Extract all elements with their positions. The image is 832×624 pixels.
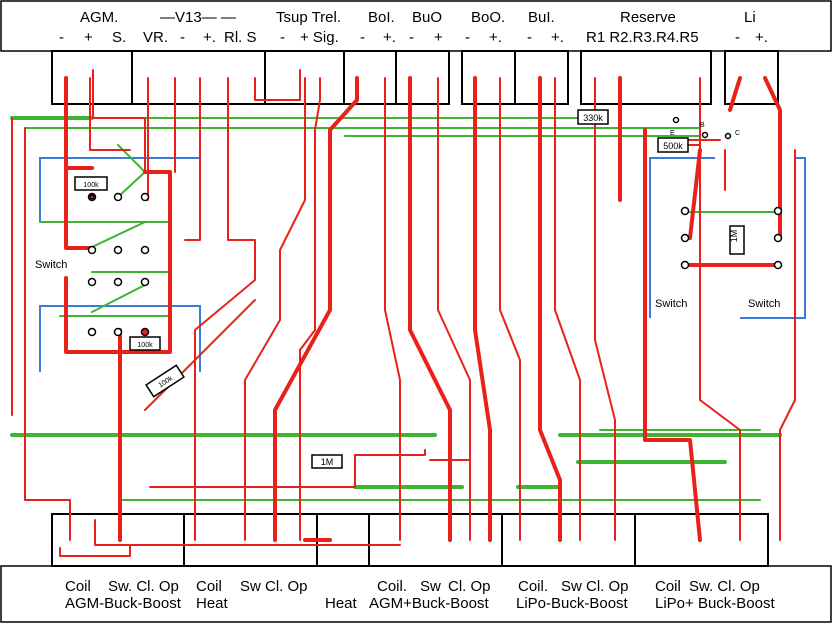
switch-label-left: Switch <box>35 259 67 271</box>
svg-text:Sw Cl. Op: Sw Cl. Op <box>240 578 308 595</box>
switch-label-right: Switch <box>748 298 780 310</box>
header-group-names: AGM. —V13— — Tsup Trel. BoI. BuO BoO. Bu… <box>80 9 756 26</box>
header-strip <box>0 0 832 52</box>
footer-line-2: AGM-Buck-Boost Heat Heat AGM+Buck-Boost … <box>65 595 775 612</box>
transistor-labels: B E C <box>670 116 740 140</box>
svg-text:S.: S. <box>112 29 126 46</box>
svg-text:1M: 1M <box>729 230 739 243</box>
group-agm: AGM. <box>80 9 118 26</box>
svg-text:LiPo+ Buck-Boost: LiPo+ Buck-Boost <box>655 595 775 612</box>
switch-pins-left <box>87 192 150 337</box>
svg-text:-: - <box>360 29 365 46</box>
svg-text:Rl. S: Rl. S <box>224 29 257 46</box>
group-v13: —V13— — <box>160 9 236 26</box>
svg-text:Sw. Cl. Op: Sw. Cl. Op <box>689 578 760 595</box>
svg-text:-: - <box>280 29 285 46</box>
header-pin-labels: - + S. VR. - +. Rl. S - + Sig. - +. - + … <box>59 29 768 46</box>
resistor-1m-vertical: 1M <box>729 225 745 255</box>
resistor-100k-bottom: 100k <box>129 336 161 351</box>
svg-text:-: - <box>735 29 740 46</box>
svg-text:Sw: Sw <box>420 578 441 595</box>
switch-pins-right <box>680 206 783 270</box>
resistor-500k: 500k <box>657 137 689 153</box>
green-thick-wires <box>10 116 782 489</box>
svg-text:Heat: Heat <box>325 595 358 612</box>
group-reserve: Reserve <box>620 9 676 26</box>
svg-text:Sw. Cl. Op: Sw. Cl. Op <box>108 578 179 595</box>
svg-text:+.: +. <box>489 29 502 46</box>
group-tsup: Tsup Trel. <box>276 9 341 26</box>
switch-label-mid: Switch <box>655 298 687 310</box>
svg-text:+.: +. <box>551 29 564 46</box>
svg-text:E: E <box>670 130 675 137</box>
svg-text:500k: 500k <box>663 141 683 151</box>
svg-text:-: - <box>59 29 64 46</box>
svg-text:+.: +. <box>755 29 768 46</box>
svg-text:Cl. Op: Cl. Op <box>448 578 491 595</box>
svg-text:-: - <box>465 29 470 46</box>
svg-text:Heat: Heat <box>196 595 229 612</box>
svg-text:Coil: Coil <box>196 578 222 595</box>
svg-text:Coil: Coil <box>655 578 681 595</box>
svg-text:Coil.: Coil. <box>518 578 548 595</box>
svg-text:Coil: Coil <box>65 578 91 595</box>
svg-text:+: + <box>84 29 93 46</box>
svg-text:+.: +. <box>203 29 216 46</box>
switch-outlines <box>39 157 806 372</box>
group-li: Li <box>744 9 756 26</box>
svg-text:+: + <box>434 29 443 46</box>
svg-text:100k: 100k <box>137 342 153 349</box>
svg-text:AGM-Buck-Boost: AGM-Buck-Boost <box>65 595 182 612</box>
svg-text:Sw Cl. Op: Sw Cl. Op <box>561 578 629 595</box>
footer-strip <box>0 565 832 623</box>
red-thick-wires <box>64 76 782 542</box>
footer-line-1: Coil Sw. Cl. Op Coil Sw Cl. Op Coil. Sw … <box>65 578 760 595</box>
svg-text:B: B <box>700 122 705 129</box>
top-connectors <box>51 50 779 105</box>
resistor-330k: 330k <box>577 109 609 125</box>
group-buo: BuO <box>412 9 442 26</box>
svg-text:LiPo-Buck-Boost: LiPo-Buck-Boost <box>516 595 629 612</box>
svg-text:R1 R2.R3.R4.R5: R1 R2.R3.R4.R5 <box>586 29 699 46</box>
resistor-100k-diagonal: 100k <box>145 364 185 398</box>
svg-text:100k: 100k <box>83 182 99 189</box>
group-boo: BoO. <box>471 9 505 26</box>
resistor-100k-top: 100k <box>74 176 108 191</box>
svg-text:Coil.: Coil. <box>377 578 407 595</box>
svg-text:330k: 330k <box>583 113 603 123</box>
group-boi: BoI. <box>368 9 395 26</box>
svg-text:-: - <box>180 29 185 46</box>
svg-text:-: - <box>527 29 532 46</box>
svg-text:1M: 1M <box>321 457 334 467</box>
resistor-1m-horizontal: 1M <box>311 454 343 469</box>
bottom-connectors <box>51 513 769 567</box>
svg-text:+.: +. <box>383 29 396 46</box>
red-thin-wires <box>11 69 796 557</box>
svg-text:-: - <box>409 29 414 46</box>
svg-text:VR.: VR. <box>143 29 168 46</box>
svg-text:AGM+Buck-Boost: AGM+Buck-Boost <box>369 595 489 612</box>
svg-text:C: C <box>735 130 740 137</box>
svg-text:+ Sig.: + Sig. <box>300 29 339 46</box>
group-bui: BuI. <box>528 9 555 26</box>
